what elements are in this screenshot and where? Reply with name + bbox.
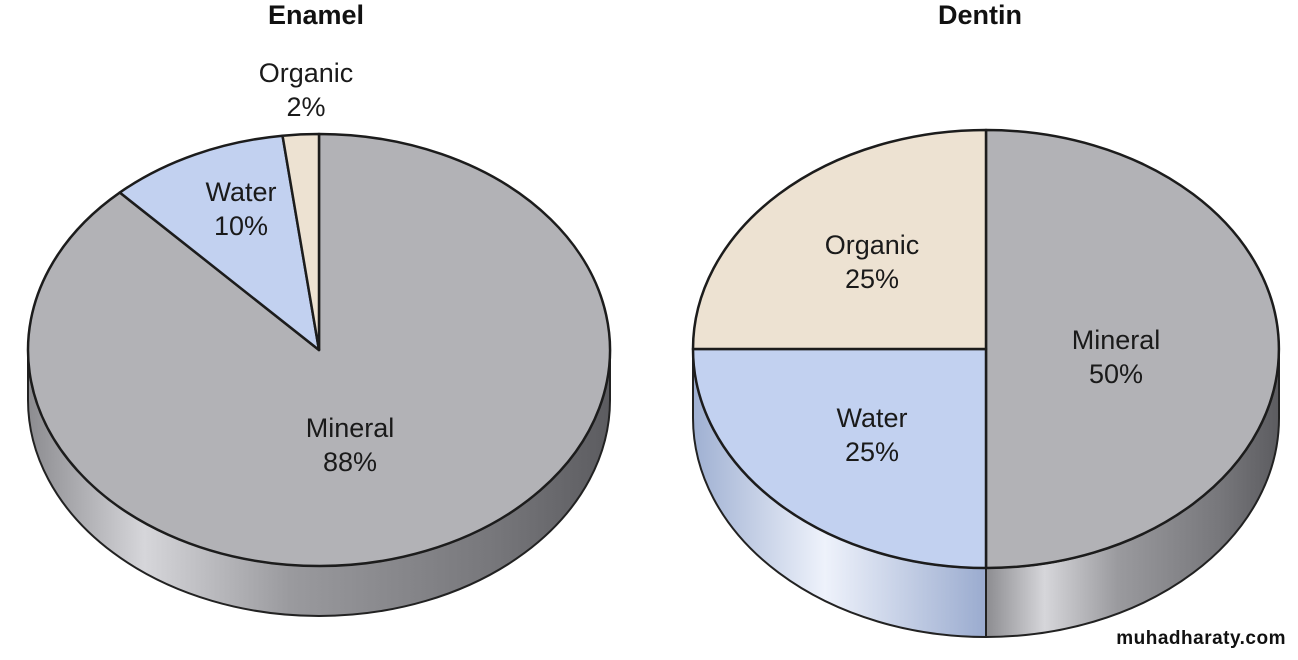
enamel-organic-value: 2% bbox=[286, 92, 325, 122]
dentin-chart-title: Dentin bbox=[938, 0, 1022, 30]
dentin-water-label: Water bbox=[836, 403, 907, 433]
enamel-water-value: 10% bbox=[214, 211, 268, 241]
dentin-mineral-value: 50% bbox=[1089, 359, 1143, 389]
enamel-slice-organic bbox=[281, 132, 321, 352]
enamel-slice-labels: Mineral 88% Water 10% Organic 2% bbox=[205, 58, 394, 477]
enamel-chart-title: Enamel bbox=[268, 0, 364, 30]
dentin-mineral-label: Mineral bbox=[1072, 325, 1161, 355]
dentin-water-value: 25% bbox=[845, 437, 899, 467]
enamel-pie-slices bbox=[26, 132, 612, 568]
dentin-slice-organic bbox=[691, 128, 988, 351]
enamel-slice-water bbox=[118, 134, 321, 352]
dentin-slice-water bbox=[691, 347, 988, 570]
enamel-pie-chart: Enamel Mineral 88% Water 10% Organic 2% bbox=[26, 0, 612, 617]
dentin-organic-label: Organic bbox=[825, 230, 920, 260]
dentin-pie-slices bbox=[691, 128, 1281, 570]
dentin-slice-mineral bbox=[984, 128, 1281, 570]
dentin-pie-chart: Dentin Mineral 50% Water 25% Organic 25% bbox=[691, 0, 1281, 639]
watermark-text: muhadharaty.com bbox=[1112, 626, 1290, 652]
enamel-organic-label: Organic bbox=[259, 58, 354, 88]
dentin-slice-labels: Mineral 50% Water 25% Organic 25% bbox=[825, 230, 1161, 467]
dentin-organic-value: 25% bbox=[845, 264, 899, 294]
enamel-mineral-label: Mineral bbox=[306, 413, 395, 443]
enamel-water-label: Water bbox=[205, 177, 276, 207]
enamel-mineral-value: 88% bbox=[323, 447, 377, 477]
